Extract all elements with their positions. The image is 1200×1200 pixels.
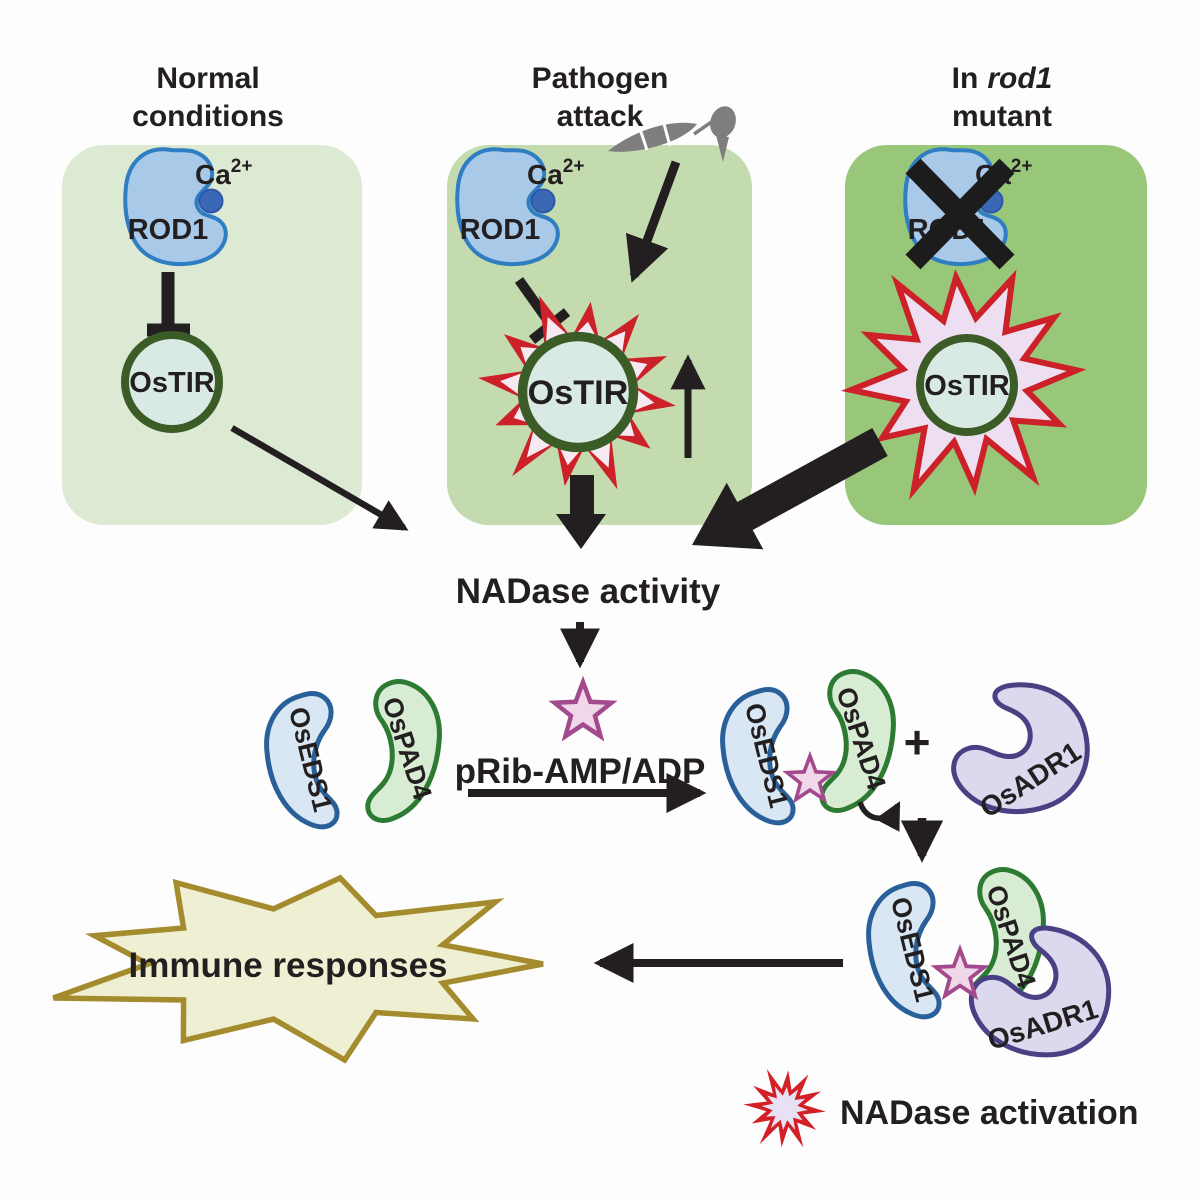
insect-head — [710, 106, 736, 138]
immune-burst — [52, 874, 544, 1064]
immune-label: Immune responses — [129, 946, 448, 985]
insect-body-segment — [662, 123, 672, 147]
activation-loop-arrow — [857, 800, 901, 832]
title-normal-conditions: Normal conditions — [132, 62, 284, 133]
legend-label: NADase activation — [840, 1094, 1139, 1132]
legend: NADase activation — [743, 1069, 1139, 1148]
knockout-x-icon — [905, 158, 1015, 270]
nadase-activity-label: NADase activity — [456, 572, 721, 611]
ostir-panel1 — [125, 335, 219, 429]
ostir-panel2 — [523, 337, 634, 448]
insect-stylet — [716, 135, 729, 162]
inhibition-tbar-panel1 — [147, 272, 190, 337]
arrow-thick-panel3-to-nadase — [692, 428, 888, 550]
legend-burst-inner — [761, 1086, 808, 1131]
title-pathogen-attack: Pathogen attack — [532, 62, 669, 133]
insect-body — [608, 122, 697, 152]
prib-label: pRib-AMP/ADP — [455, 752, 706, 791]
arrow-thick-down-panel2 — [556, 475, 606, 549]
pathogen-insect-icon — [608, 106, 736, 162]
title-line: Pathogen — [532, 62, 669, 95]
insect-body-segment — [638, 128, 649, 151]
arrow-pathogen-to-ostir — [625, 160, 681, 283]
insect-neck — [693, 119, 714, 136]
title-line: mutant — [952, 100, 1052, 133]
ostir-panel3 — [920, 338, 1014, 432]
title-line: conditions — [132, 100, 284, 133]
title-line: attack — [557, 100, 644, 133]
title-line: Normal — [156, 62, 259, 95]
arrow-panel1-to-nadase — [230, 425, 409, 531]
plus-sign: + — [904, 716, 931, 768]
